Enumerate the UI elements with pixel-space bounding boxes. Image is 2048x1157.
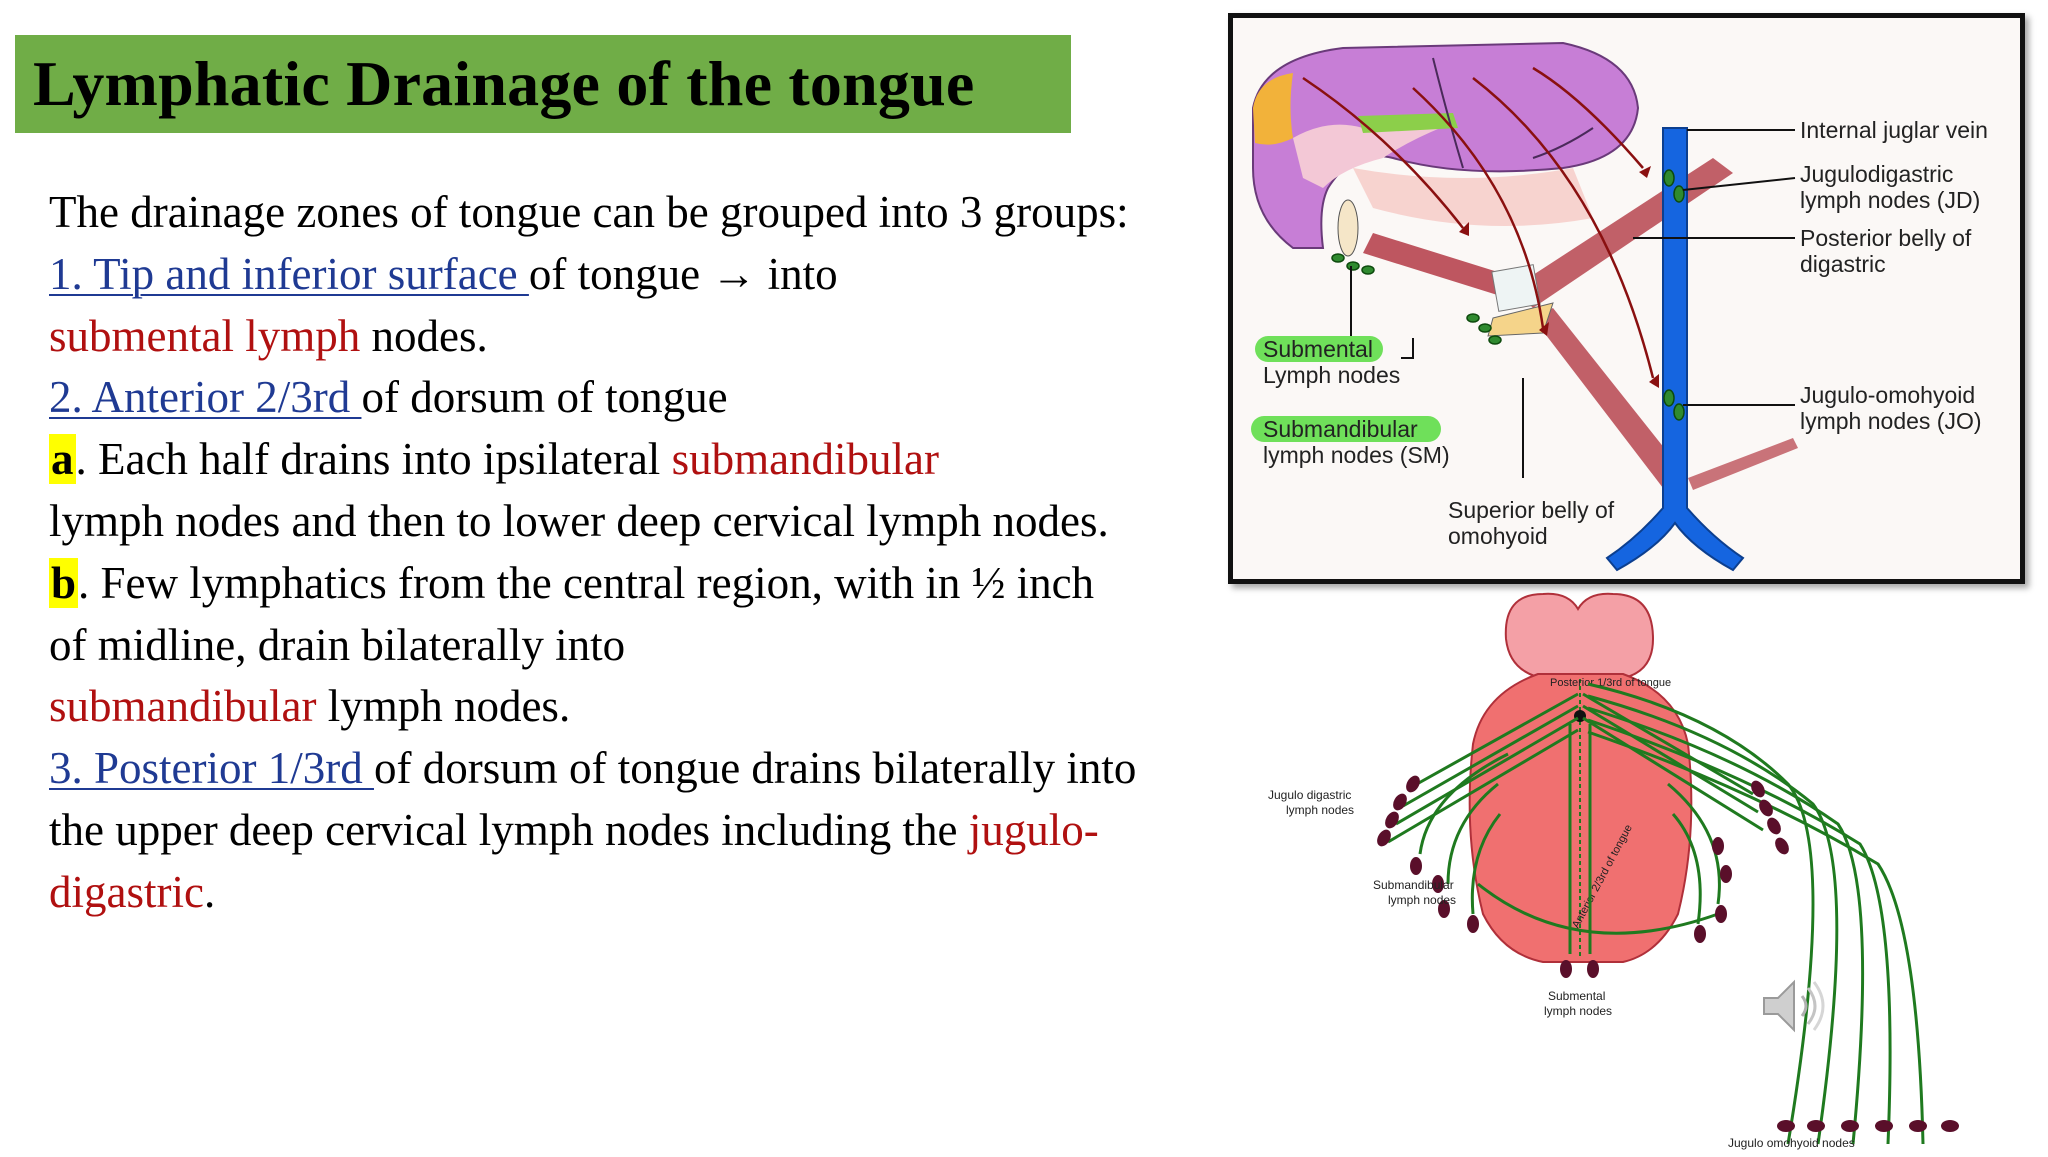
item-2b-text: . Few lymphatics from the central region… [49,557,1095,670]
dorsal-drainage-figure: Posterior 1/3rd of tongue Anterior 2/3rd… [1248,584,1968,1152]
tongue-line [1532,127,1594,159]
left-labels: Submental Lymph nodes Submandibular lymp… [1263,336,1450,468]
item-2a-text: . Each half drains into ipsilateral [75,434,672,485]
dorsal-diagram: Posterior 1/3rd of tongue Anterior 2/3rd… [1268,592,1959,1150]
label-jd-1: Jugulodigastric [1800,161,1953,187]
label-posterior: Posterior 1/3rd of tongue [1550,677,1671,689]
label-jd2-2: lymph nodes [1286,803,1354,817]
label-sub2-1: Submental [1548,989,1605,1003]
slide-title: Lymphatic Drainage of the tongue [33,48,975,119]
tongue-line [1432,57,1464,169]
item-2: 2. Anterior 2/3rd of dorsum of tongue [49,367,1139,429]
item-3-text: of dorsum of tongue drains bilaterally i… [49,743,1137,855]
label-sub2-2: lymph nodes [1544,1004,1612,1018]
intro-text: The drainage zones of tongue can be grou… [49,187,1129,237]
speaker-glyph [1763,979,1825,1033]
lines-left [1387,692,1579,954]
item-2b: b. Few lymphatics from the central regio… [49,553,1139,738]
digastric-anterior [1363,233,1533,303]
label-jo-nodes: Jugulo omohyoid nodes [1728,1136,1855,1150]
label-pbd-1: Posterior belly of [1800,225,1972,251]
item-2b-post: lymph nodes. [316,681,571,732]
tissue [1353,168,1593,226]
label-sbo-1: Superior belly of [1448,497,1615,523]
label-sm-2: lymph nodes (SM) [1263,442,1450,468]
highlight-submandibular [1251,416,1441,442]
title-banner: Lymphatic Drainage of the tongue [15,35,1071,133]
marker-a: a [49,434,76,485]
lymph-nodes-dorsal [1377,775,1959,1132]
internal-jugular-vein [1605,127,1745,572]
label-jo-2: lymph nodes (JO) [1800,408,1982,434]
label-jo-1: Jugulo-omohyoid [1800,382,1975,408]
item-2-text: of dorsum of tongue [361,372,728,423]
item-1: 1. Tip and inferior surface of tongue → … [49,244,1139,368]
mandible-bone [1337,199,1359,257]
item-3: 3. Posterior 1/3rd of dorsum of tongue d… [49,738,1139,923]
label-jd2-1: Jugulo digastric [1268,788,1351,802]
item-1-red: submental lymph [49,310,361,361]
label-sm-1: Submandibular [1263,416,1418,442]
label-sub-1: Submental [1263,336,1373,362]
item-2a: a. Each half drains into ipsilateral sub… [49,429,1139,553]
lateral-diagram: Internal juglar vein Jugulodigastric lym… [1251,41,1988,572]
label-sub-2: Lymph nodes [1263,362,1400,388]
item-3-link[interactable]: 3. Posterior 1/3rd [49,743,374,794]
speaker-icon[interactable] [1758,974,1830,1038]
lymph-nodes [1331,169,1685,421]
label-sm2-2: lymph nodes [1388,893,1456,907]
tongue-tip [1253,73,1293,145]
label-jd-2: lymph nodes (JD) [1800,187,1980,213]
item-1-link[interactable]: 1. Tip and inferior surface [49,248,529,299]
omohyoid-superior [1533,308,1688,488]
arrow-heads [1459,166,1659,388]
tongue-green-zone [1358,113,1458,133]
label-sbo-2: omohyoid [1448,523,1548,549]
item-1-end: nodes. [360,310,488,361]
posterior-tongue [1504,592,1655,680]
item-3-end: . [203,866,216,917]
label-pbd-2: digastric [1800,251,1886,277]
item-3-red: jugulo-digastric [49,804,1099,917]
item-2-link[interactable]: 2. Anterior 2/3rd [49,372,362,423]
omohyoid-inferior [1688,438,1798,490]
label-sm2-1: Submandibular [1373,878,1454,892]
item-1-text: of tongue → into [528,248,838,299]
tongue-shape [1252,41,1640,249]
item-2b-red: submandibular [49,681,317,732]
body-text: The drainage zones of tongue can be grou… [49,182,1139,924]
node-labels: Jugulo digastric lymph nodes Submandibul… [1268,788,1855,1150]
highlight-submental [1255,336,1383,362]
tongue-underside [1293,123,1453,188]
marker-b: b [49,557,79,608]
item-2a-post: lymph nodes and then to lower deep cervi… [49,495,1109,546]
hyoid-bone [1491,264,1541,312]
label-ijv: Internal juglar vein [1800,117,1988,143]
right-labels: Internal juglar vein Jugulodigastric lym… [1448,117,1988,549]
leader-lines [1350,129,1796,478]
item-2a-red: submandibular [671,434,940,485]
lines-right [1477,682,1925,1145]
lateral-drainage-figure: Internal juglar vein Jugulodigastric lym… [1228,13,2025,584]
drainage-arrows [1302,66,1655,379]
